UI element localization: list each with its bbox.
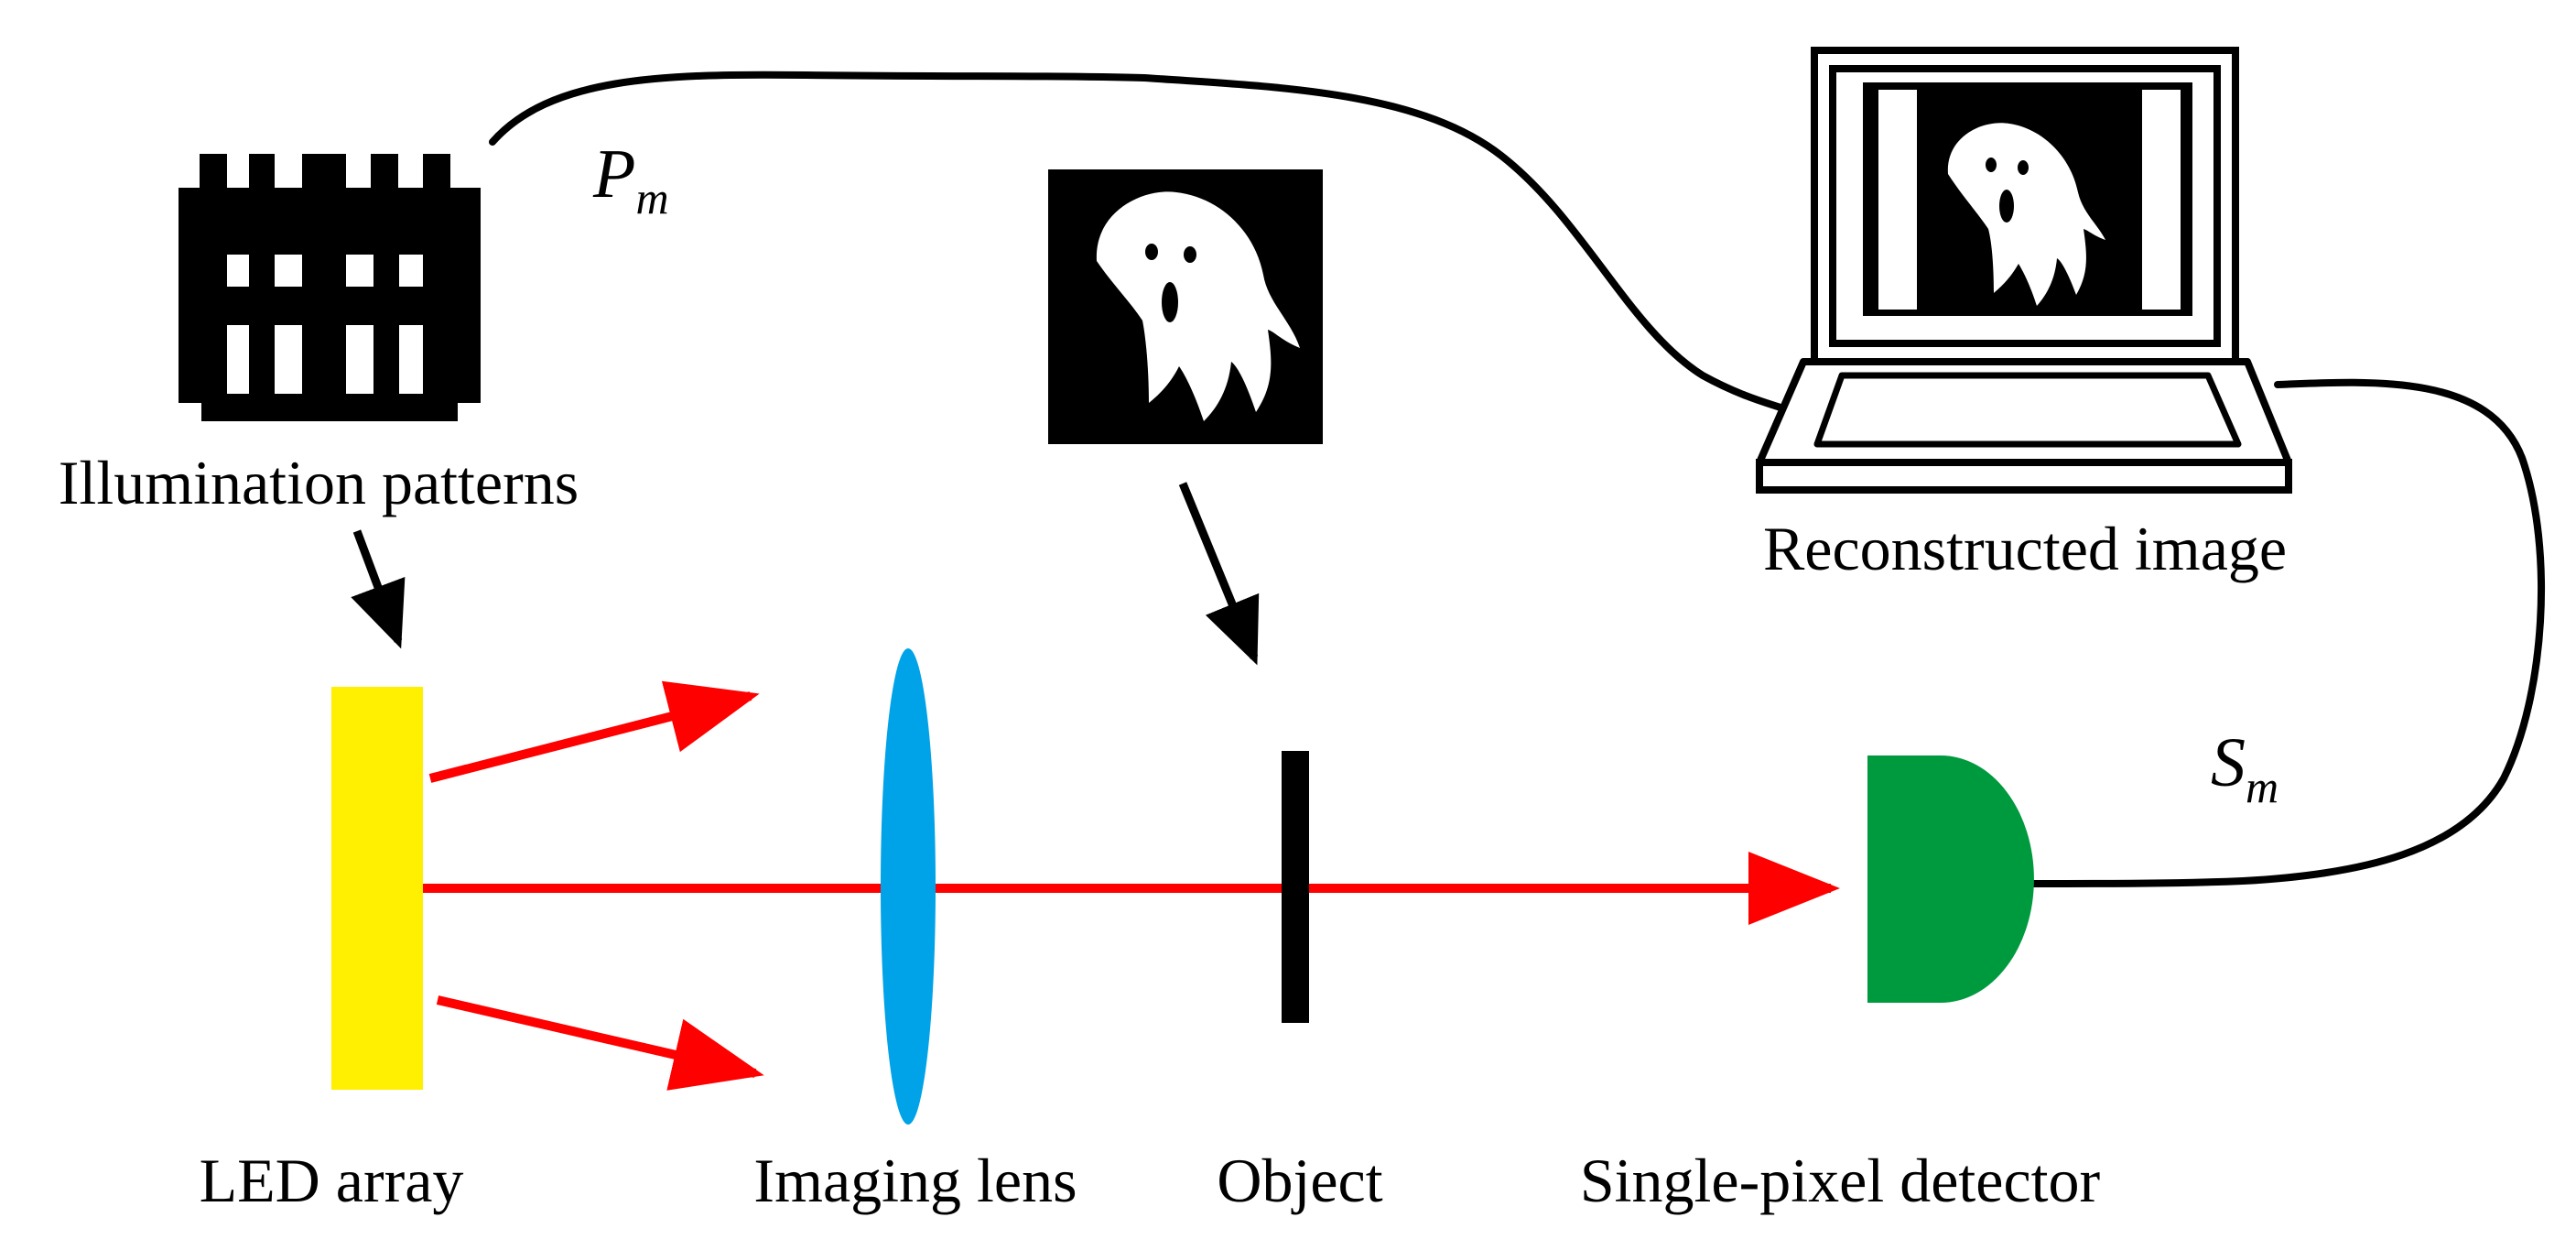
illumination-patterns-label: Illumination patterns xyxy=(59,448,579,517)
pattern-cable xyxy=(489,71,1784,411)
reconstructed-image-label: Reconstructed image xyxy=(1763,514,2287,583)
led-array-label: LED array xyxy=(200,1146,464,1215)
led-array xyxy=(331,687,423,1090)
imaging-lens xyxy=(881,648,936,1125)
pattern-to-led-arrow xyxy=(351,529,406,649)
single-pixel-detector-label: Single-pixel detector xyxy=(1580,1146,2101,1215)
image-to-object-arrow xyxy=(1178,482,1260,666)
object-plane xyxy=(1282,751,1309,1023)
ghost-object-image-icon xyxy=(1048,169,1323,444)
pattern-symbol-subscript: m xyxy=(635,172,668,223)
signal-symbol-subscript: m xyxy=(2246,761,2278,812)
upper-light-ray xyxy=(428,680,760,783)
imaging-lens-label: Imaging lens xyxy=(753,1146,1077,1215)
lower-light-ray xyxy=(436,995,764,1091)
pattern-symbol-base: P xyxy=(592,136,635,212)
pattern-symbol: Pm xyxy=(592,136,669,223)
binary-illumination-pattern-icon xyxy=(179,154,481,423)
signal-symbol-base: S xyxy=(2211,724,2246,801)
detector-cable xyxy=(2030,378,2546,887)
laptop-icon xyxy=(1756,47,2292,494)
bucket-detector-icon xyxy=(1867,755,2034,1003)
object-label: Object xyxy=(1217,1146,1382,1215)
signal-symbol: Sm xyxy=(2211,724,2278,812)
